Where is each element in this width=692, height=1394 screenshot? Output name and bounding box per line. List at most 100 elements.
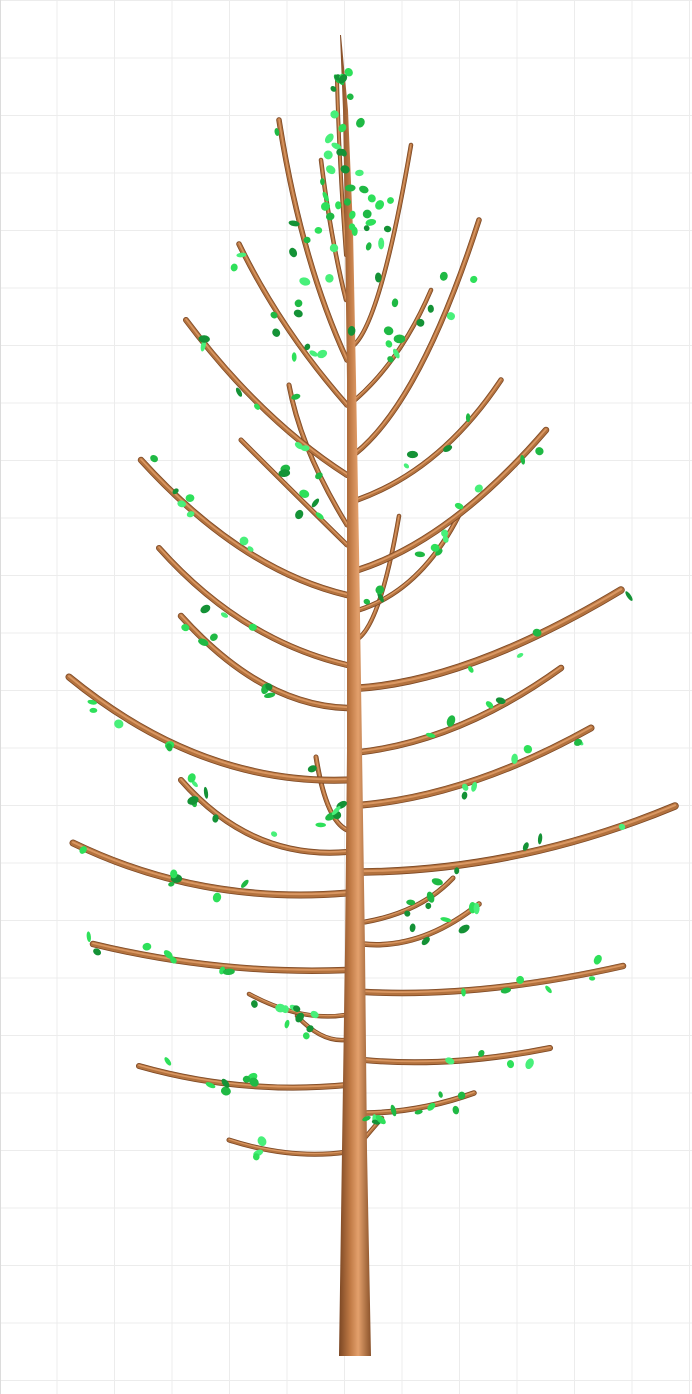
leaf: [525, 1058, 534, 1070]
leaf: [187, 796, 199, 805]
leaf: [170, 956, 177, 964]
leaf: [454, 502, 464, 510]
leaf: [431, 878, 443, 886]
leaf: [377, 591, 384, 603]
leaf: [593, 954, 602, 965]
leaf: [222, 968, 235, 976]
leaf: [181, 624, 190, 632]
leaf: [346, 93, 354, 100]
leaf: [522, 842, 529, 851]
leaf: [275, 1003, 286, 1013]
branch: [89, 940, 351, 974]
leaf: [363, 598, 371, 605]
leaf: [625, 591, 633, 601]
branch: [313, 754, 350, 833]
leaf: [166, 743, 173, 752]
leaf: [172, 488, 179, 495]
leaf: [439, 271, 448, 281]
leaf: [545, 985, 552, 994]
leaf: [87, 699, 97, 705]
leaf: [485, 701, 494, 709]
leaf: [537, 833, 543, 845]
branch: [354, 377, 504, 503]
branch: [137, 456, 351, 599]
leaf: [365, 242, 372, 251]
leaf: [322, 191, 329, 202]
leaf: [461, 791, 468, 800]
leaf: [355, 169, 364, 177]
leaf: [315, 822, 326, 828]
leaf: [236, 252, 247, 258]
branch: [226, 1137, 350, 1157]
leaf: [392, 348, 400, 359]
leaf: [461, 988, 466, 997]
leaf: [363, 225, 370, 232]
branch: [178, 777, 350, 856]
leaf: [203, 786, 209, 799]
leaf: [270, 311, 278, 319]
leaf: [427, 304, 434, 313]
leaf: [303, 236, 311, 244]
leaf: [457, 1091, 466, 1100]
leaf: [427, 1102, 436, 1111]
leaf: [288, 220, 300, 227]
leaf: [271, 831, 278, 837]
branch: [356, 512, 462, 613]
leaf: [506, 1060, 515, 1069]
branch: [362, 875, 456, 925]
leaf: [375, 585, 385, 595]
leaf: [462, 783, 469, 791]
leaf: [300, 445, 310, 452]
leaf: [409, 923, 416, 933]
branch: [335, 78, 348, 257]
leaf: [89, 707, 98, 713]
leaf: [443, 444, 453, 453]
leaf: [299, 489, 310, 498]
leaf: [309, 350, 318, 357]
leaf: [404, 910, 411, 917]
branch: [353, 217, 482, 456]
leaf: [294, 299, 303, 308]
leaf: [252, 1153, 260, 1161]
leaf: [274, 128, 280, 136]
leaf: [200, 339, 206, 352]
leaf: [299, 277, 311, 286]
tree-leaves: [79, 67, 633, 1161]
branch: [361, 1045, 553, 1066]
leaf: [164, 1057, 172, 1066]
leaf: [249, 1077, 259, 1087]
leaf: [338, 123, 347, 133]
leaf: [315, 512, 324, 520]
leaf: [210, 633, 218, 641]
leaf: [220, 612, 229, 618]
leaf: [205, 1082, 216, 1089]
leaf: [535, 447, 544, 456]
leaf: [278, 469, 291, 478]
leaf: [114, 719, 124, 729]
leaf: [291, 352, 297, 362]
leaf: [421, 936, 430, 946]
leaf: [307, 765, 317, 773]
leaf: [425, 902, 432, 910]
leaf: [438, 1091, 443, 1098]
leaf: [344, 67, 353, 77]
leaf: [265, 683, 273, 691]
leaf: [440, 917, 452, 923]
leaf: [295, 509, 304, 520]
branch: [69, 839, 351, 899]
leaf: [240, 879, 249, 888]
tree-branches: [65, 78, 679, 1157]
leaf: [516, 652, 524, 658]
leaf: [375, 200, 385, 210]
leaf: [367, 194, 376, 203]
leaf: [618, 823, 626, 831]
leaf: [516, 975, 525, 984]
leaf: [468, 666, 474, 673]
leaf: [254, 403, 260, 410]
leaf: [454, 867, 460, 875]
leaf: [520, 454, 526, 465]
leaf: [425, 732, 436, 738]
leaf: [79, 846, 87, 854]
leaf: [314, 226, 323, 234]
